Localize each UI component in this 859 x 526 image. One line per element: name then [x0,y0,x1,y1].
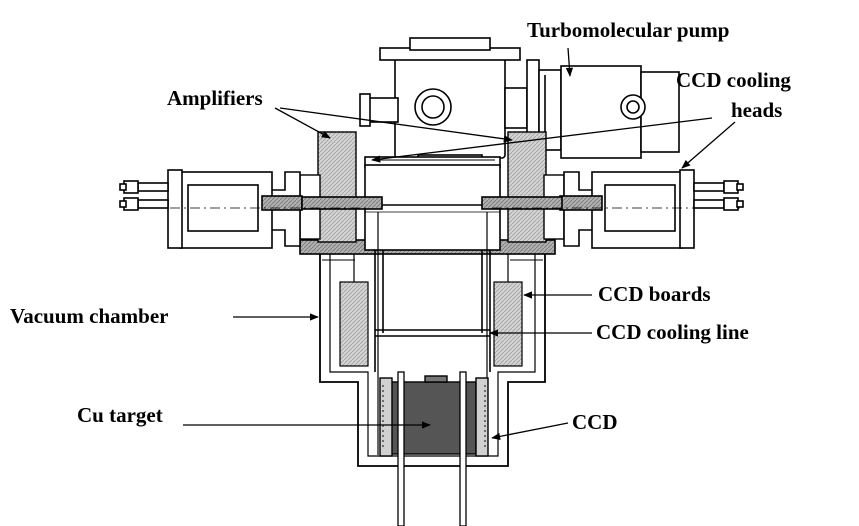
left-cooling-head [119,169,383,249]
inner-tube [364,164,501,372]
label-ccd-cooling-heads-line1: CCD cooling [676,68,791,92]
label-turbomolecular-pump: Turbomolecular pump [527,18,730,42]
label-vacuum-chamber: Vacuum chamber [10,304,169,328]
label-cu-target: Cu target [77,403,163,427]
ccd-boards [339,254,523,367]
label-ccd-cooling-line: CCD cooling line [596,320,749,344]
support-rods [397,371,467,526]
label-amplifiers: Amplifiers [167,86,263,110]
cu-target-assembly [379,375,489,457]
right-cooling-head [481,169,744,249]
vacuum-chamber [319,254,546,467]
leader-lines [183,47,736,440]
turbomolecular-pump [359,37,680,164]
label-ccd: CCD [572,410,618,434]
label-ccd-boards: CCD boards [598,282,711,306]
label-ccd-cooling-heads-line2: heads [731,98,783,122]
